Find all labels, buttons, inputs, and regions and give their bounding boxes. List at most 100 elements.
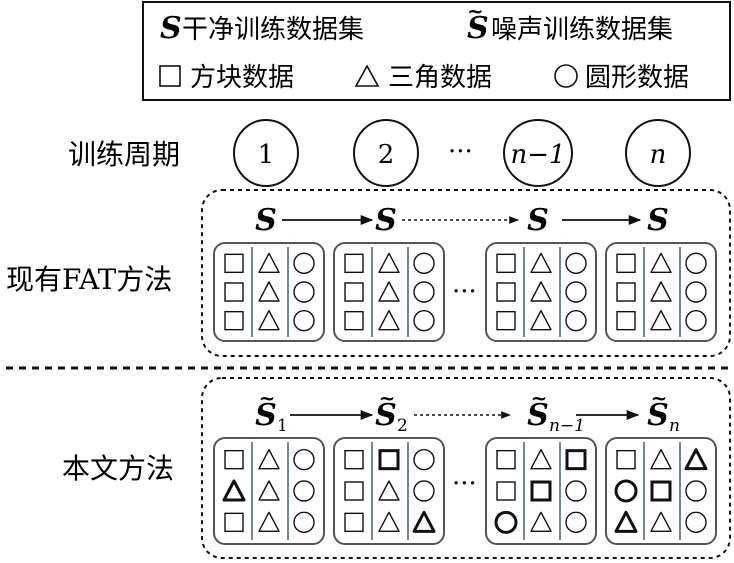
batch-box [333,242,445,342]
triangle-data-icon [258,448,280,470]
square-data-icon [344,481,364,501]
circle-data-icon [413,480,435,502]
set-subscript: n [669,416,680,436]
circle-data-icon [565,281,587,303]
cycle-3: n−1 [503,119,573,187]
cycle-circle [353,119,419,187]
triangle-data-icon [354,64,380,87]
data-batch-3 [485,437,597,545]
data-batch-3 [485,242,597,342]
square-data-icon [224,253,244,274]
set-symbol: S [647,398,669,433]
triangle-data-icon [258,281,280,302]
clean-set-symbol: S [160,11,182,46]
batch-box [213,437,325,545]
data-batch-1 [213,242,325,342]
circle-data-icon [293,511,315,534]
noisy-set-label: 噪声训练数据集 [491,15,673,45]
circle-data-icon [565,252,587,275]
noisy-set-symbol: S [467,11,489,46]
circle-data-icon [685,309,707,332]
cycle-4: n [625,119,691,187]
legend-box [142,1,731,101]
set-label-3: S~n−1 [527,386,585,436]
triangle-data-icon [222,479,246,502]
circle-data-icon [293,309,315,332]
set-symbol: S [375,398,397,433]
circle-data-icon [293,252,315,275]
triangle-data-icon [530,309,552,331]
our-ellipsis: ··· [452,469,477,499]
square-data-icon [344,253,364,274]
our-method-label: 本文方法 [62,452,174,485]
set-label-4: S~n [647,386,680,436]
square-data-icon [224,282,244,302]
square-data-icon [530,480,552,502]
circle-data-icon [494,510,518,534]
square-data-icon [496,310,516,331]
set-label-1: S [255,203,277,238]
square-data-icon [159,65,181,87]
set-label-1: S~1 [255,386,288,436]
triangle-data-icon [650,309,672,331]
cycle-number: 1 [258,140,275,170]
set-label-2: S~2 [375,386,408,436]
set-subscript: n−1 [549,416,585,436]
triangle-data-icon [378,252,400,274]
triangle-data-icon [684,448,708,471]
circle-data-icon [413,448,435,471]
fat-method-frame [201,189,731,357]
set-symbol: S [255,398,277,433]
noisy-tilde-icon: ~ [467,0,484,23]
set-label-3: S [527,203,549,238]
square-data-icon [344,310,364,331]
cycle-circle [625,119,691,187]
data-batch-2 [333,437,445,545]
triangle-data-icon [378,511,400,533]
square-data-icon [496,449,516,470]
triangle-data-icon [650,252,672,274]
triangle-data-icon [258,309,280,331]
circle-data-icon [413,309,435,332]
square-data-icon [496,481,516,501]
legend: S 干净训练数据集 S ~ 噪声训练数据集 方块数据 三角数据 圆形数据 [142,0,731,101]
cycles-ellipsis: ··· [448,137,473,167]
set-symbol: S [255,203,277,238]
square-data-label: 方块数据 [190,63,294,93]
circle-data-icon [565,309,587,332]
batch-box [213,242,325,342]
triangle-data-icon [650,281,672,302]
fat-method-label: 现有FAT方法 [6,263,172,296]
square-data-icon [616,310,636,331]
triangle-data-icon [378,309,400,331]
data-batch-1 [213,437,325,545]
circle-data-icon [685,252,707,275]
batch-box [485,437,597,545]
square-data-icon [344,449,364,470]
set-symbol: S [375,203,397,238]
triangle-data-icon [378,281,400,302]
triangle-data-icon [530,448,552,470]
square-data-icon [565,449,587,471]
square-data-icon [378,449,400,471]
circle-data-icon [614,479,638,503]
data-batch-2 [333,242,445,342]
triangle-data-icon [650,511,672,533]
training-cycles-label: 训练周期 [68,138,180,171]
square-data-icon [496,253,516,274]
circle-data-icon [565,480,587,502]
set-symbol: S [527,398,549,433]
triangle-data-icon [258,480,280,501]
data-batch-4 [605,437,717,545]
triangle-data-icon [530,281,552,302]
square-data-icon [224,310,244,331]
circle-data-label: 圆形数据 [585,63,689,93]
triangle-data-icon [530,511,552,533]
triangle-data-icon [412,510,436,533]
square-data-icon [616,253,636,274]
triangle-data-icon [614,510,638,533]
square-data-icon [496,282,516,302]
circle-data-icon [685,281,707,303]
